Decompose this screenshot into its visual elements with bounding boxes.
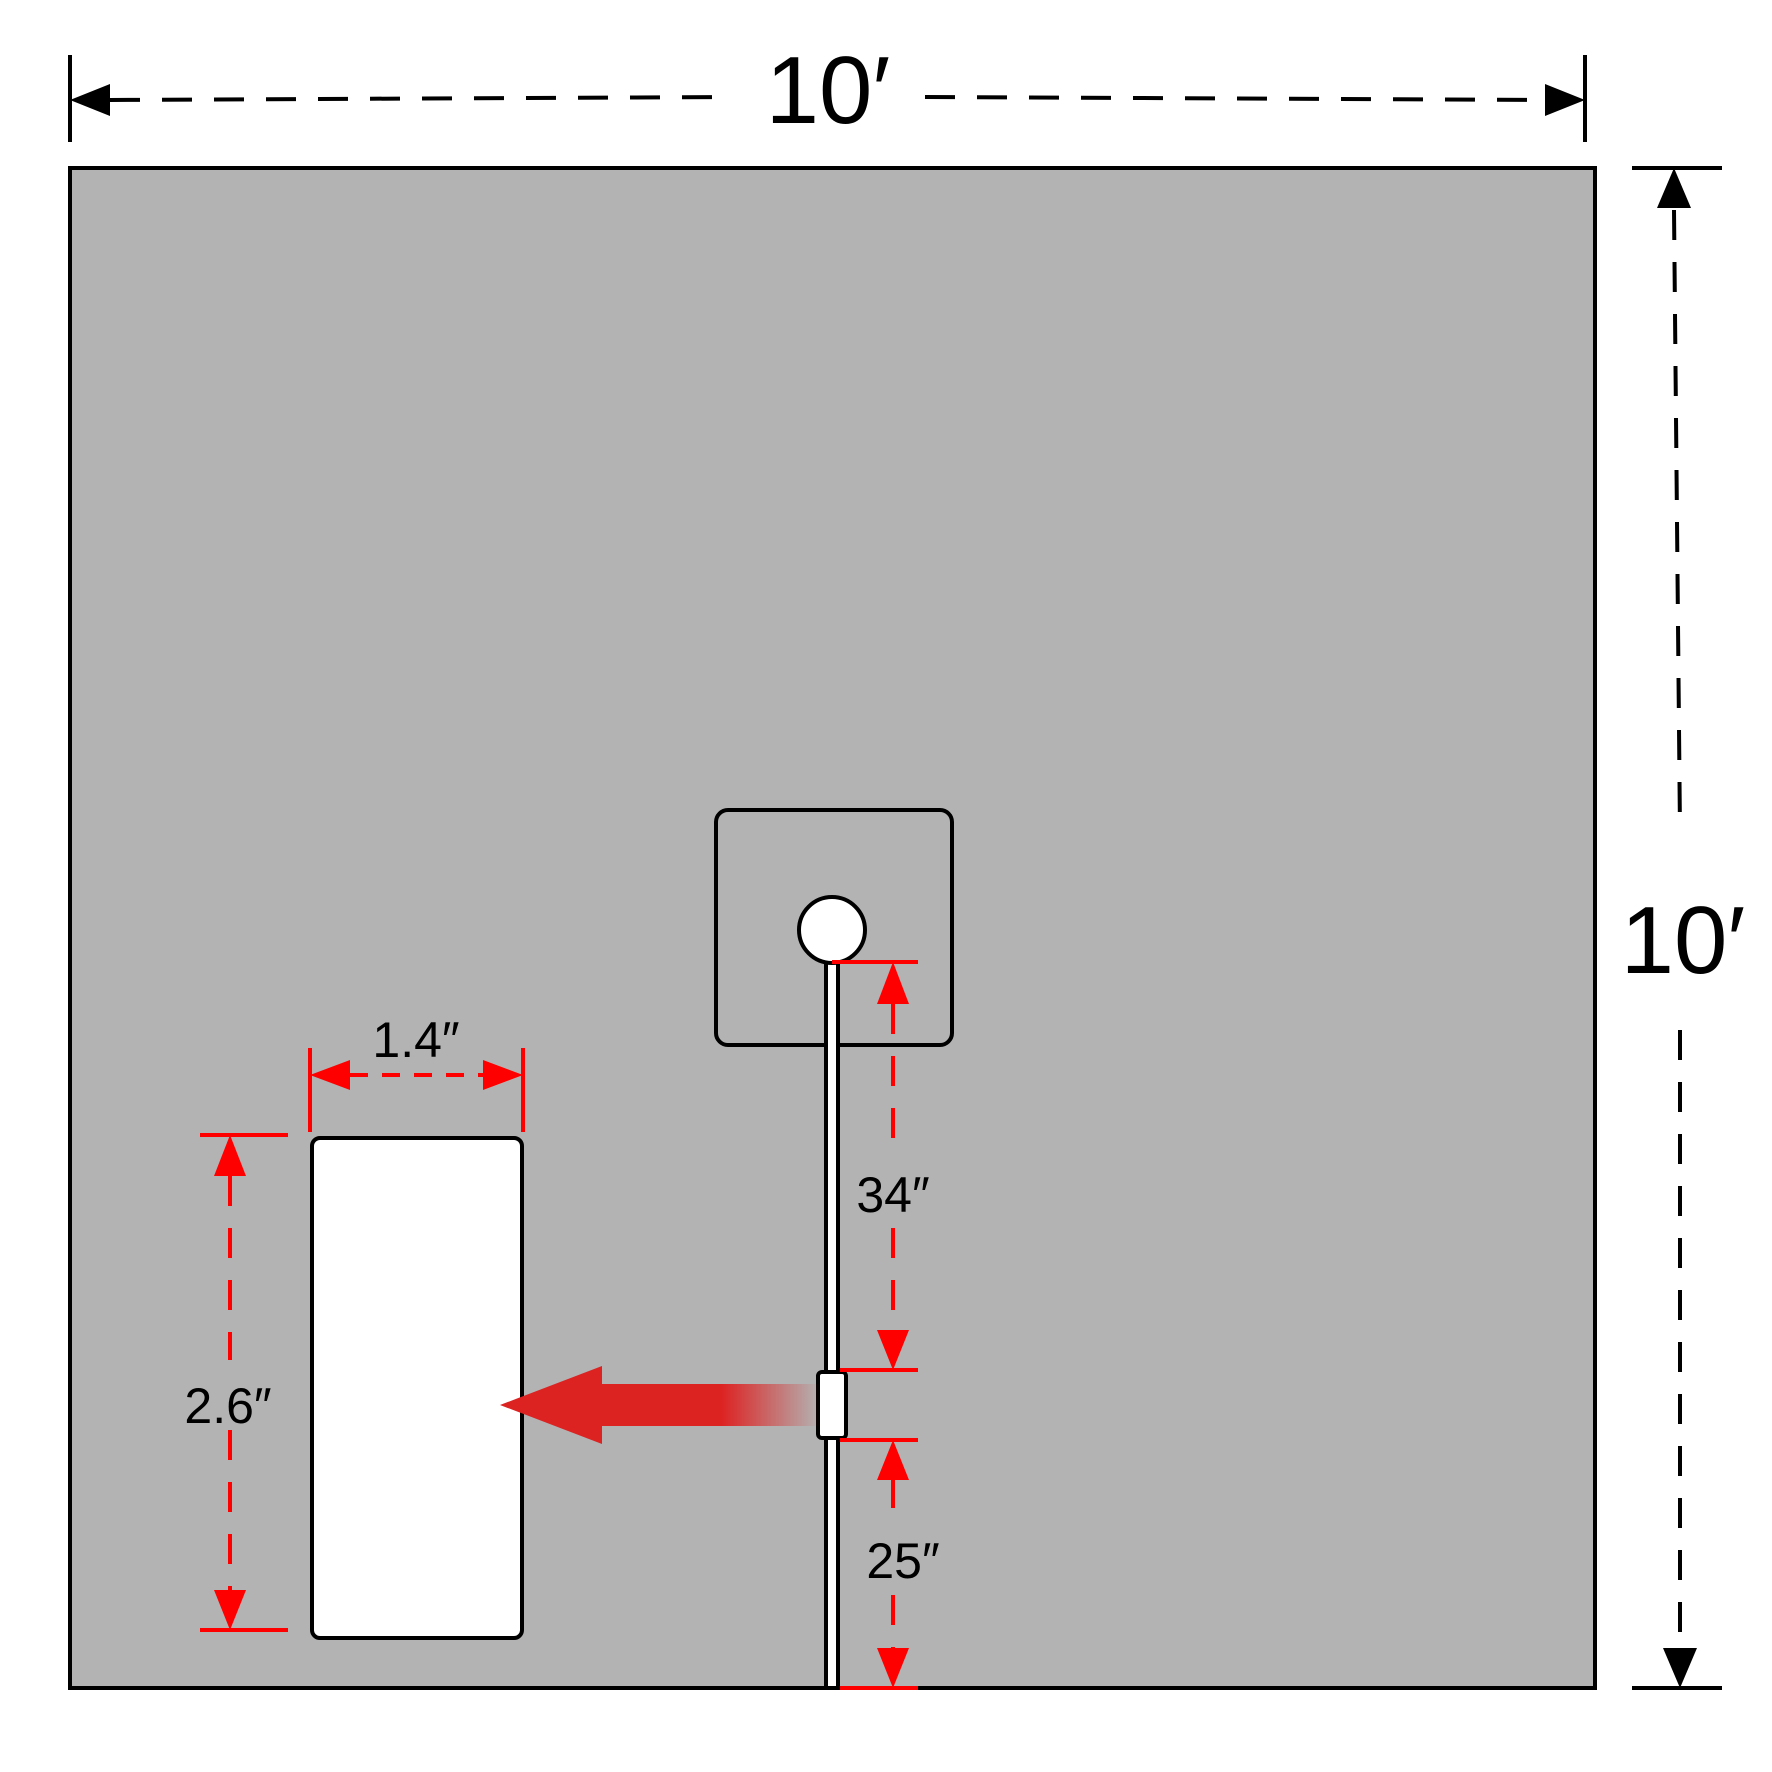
lower-span-top-arrow-icon bbox=[877, 1440, 909, 1480]
movement-arrow-shaft bbox=[600, 1384, 820, 1426]
top-dimension-label: 10′ bbox=[766, 37, 891, 144]
top-dimension-left-dash bbox=[109, 95, 731, 102]
upper-span-dimension: 34″ bbox=[832, 960, 930, 1372]
rect-width-label: 1.4″ bbox=[372, 1012, 459, 1068]
movement-arrow bbox=[500, 1366, 820, 1444]
rect-height-top-arrow-icon bbox=[214, 1135, 246, 1176]
rect-height-label: 2.6″ bbox=[184, 1378, 271, 1434]
lower-span-label: 25″ bbox=[866, 1533, 939, 1589]
left-arrow-icon bbox=[500, 1366, 602, 1444]
rect-height-dimension: 2.6″ bbox=[184, 1133, 288, 1632]
right-dimension-top-arrow-icon bbox=[1657, 168, 1691, 208]
rect-width-left-arrow-icon bbox=[310, 1060, 350, 1090]
top-dimension-left-arrow-icon bbox=[70, 84, 110, 116]
right-dimension-label: 10′ bbox=[1621, 887, 1746, 994]
top-dimension-right-arrow-icon bbox=[1545, 84, 1585, 116]
pivot-circle-icon bbox=[797, 895, 867, 965]
right-dimension-bottom-arrow-icon bbox=[1663, 1648, 1697, 1688]
slider-block bbox=[816, 1370, 848, 1440]
vertical-rod bbox=[824, 960, 840, 1690]
rect-width-dimension: 1.4″ bbox=[308, 1012, 525, 1132]
upper-span-bottom-arrow-icon bbox=[877, 1330, 909, 1370]
white-rectangle bbox=[310, 1136, 524, 1640]
top-dimension: 10′ bbox=[68, 37, 1587, 144]
lower-span-bottom-arrow-icon bbox=[877, 1648, 909, 1688]
top-dimension-right-dash bbox=[924, 95, 1546, 102]
upper-span-label: 34″ bbox=[856, 1167, 929, 1223]
lower-span-dimension: 25″ bbox=[840, 1438, 940, 1690]
upper-span-top-arrow-icon bbox=[877, 962, 909, 1004]
rect-height-bottom-arrow-icon bbox=[214, 1590, 246, 1630]
right-dimension: 10′ bbox=[1621, 166, 1746, 1690]
rect-width-right-arrow-icon bbox=[483, 1060, 523, 1090]
right-dimension-upper-dash bbox=[1672, 209, 1682, 833]
